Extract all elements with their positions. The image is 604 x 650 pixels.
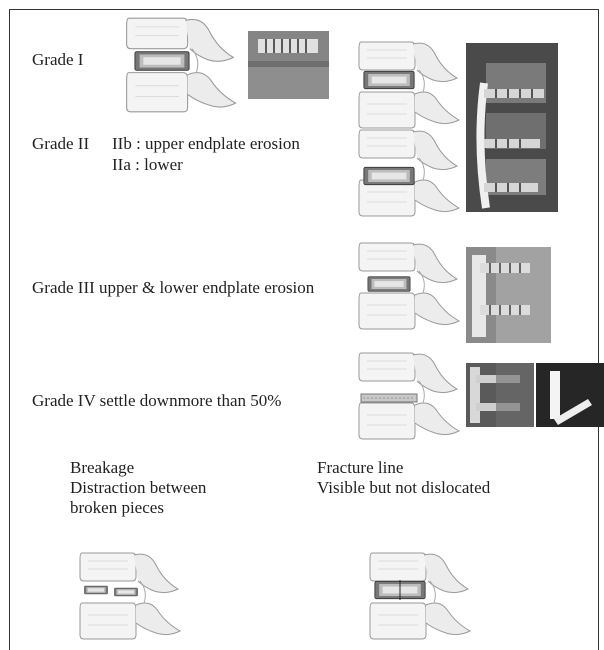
grade-4-xray-image-2 — [536, 363, 604, 427]
grade-1-vertebra-illustration — [120, 16, 240, 114]
breakage-line-3: broken pieces — [70, 498, 206, 518]
grade-2-xray-image — [466, 43, 558, 212]
grade-3-vertebra-illustration — [353, 236, 463, 336]
grade-4-xray-image-1 — [466, 363, 534, 427]
grade-2-label: Grade II — [32, 134, 89, 154]
fracture-line-2: Visible but not dislocated — [317, 478, 490, 498]
fracture-note: Fracture line Visible but not dislocated — [317, 458, 490, 498]
grade-2a-description: IIa : lower — [112, 155, 183, 175]
breakage-line-1: Breakage — [70, 458, 206, 478]
grade-3-xray-image — [466, 247, 551, 343]
breakage-vertebra-illustration — [74, 548, 184, 644]
breakage-line-2: Distraction between — [70, 478, 206, 498]
grade-2b-vertebra-illustration — [353, 40, 463, 130]
grade-3-label: Grade III upper & lower endplate erosion — [32, 278, 314, 298]
fracture-vertebra-illustration — [364, 548, 474, 644]
grade-2b-description: IIb : upper endplate erosion — [112, 134, 300, 154]
grade-2a-vertebra-illustration — [353, 128, 463, 218]
grade-1-label: Grade I — [32, 50, 83, 70]
grade-4-vertebra-illustration — [353, 346, 463, 446]
fracture-line-1: Fracture line — [317, 458, 490, 478]
breakage-note: Breakage Distraction between broken piec… — [70, 458, 206, 518]
grade-4-label: Grade IV settle downmore than 50% — [32, 391, 281, 411]
grade-1-xray-image — [248, 31, 329, 99]
